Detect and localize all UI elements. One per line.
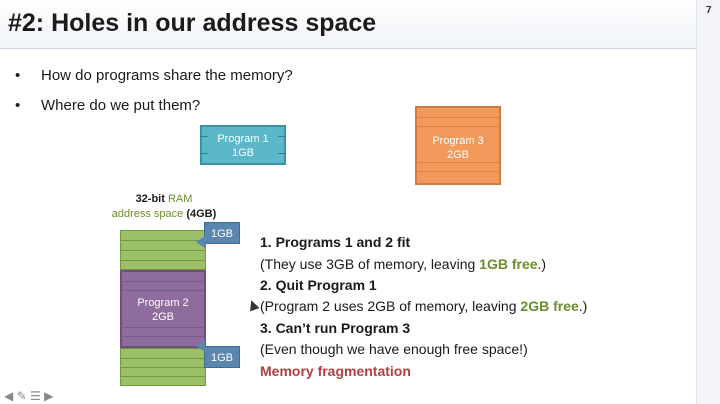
ram-label-address: address space xyxy=(111,208,184,220)
arrow-right-icon[interactable]: ▶ xyxy=(44,389,54,403)
note-2-title: 2. Quit Program 1 xyxy=(260,277,377,293)
slide-margin-strip xyxy=(696,0,720,404)
program-1-block: Program 1 1GB xyxy=(200,125,286,165)
free-segment-bottom xyxy=(120,348,206,386)
free-segment-top xyxy=(120,230,206,270)
ram-label-ram: RAM xyxy=(167,193,193,205)
bullet-text: Where do we put them? xyxy=(41,97,201,114)
block-tick xyxy=(278,153,286,154)
free-highlight: 1GB free xyxy=(479,256,538,272)
block-stripe xyxy=(417,126,499,127)
program-1-size: 1GB xyxy=(231,147,254,159)
program-2-size: 2GB xyxy=(151,311,174,323)
bullet-text: How do programs share the memory? xyxy=(41,67,293,84)
note-1-detail: (They use 3GB of memory, leaving 1GB fre… xyxy=(260,256,547,272)
bullet-dot: • xyxy=(15,97,21,114)
note-3-detail: (Even though we have enough free space!) xyxy=(260,341,528,357)
arrow-left-icon[interactable]: ◀ xyxy=(4,389,14,403)
ram-label-prefix: 32-bit xyxy=(135,193,165,205)
title-bar: #2: Holes in our address space xyxy=(0,0,696,49)
note-1-title: 1. Programs 1 and 2 fit xyxy=(260,234,411,250)
program-2-block: Program 2 2GB xyxy=(120,270,206,348)
pen-icon[interactable]: ✎ xyxy=(16,389,27,403)
program-1-name: Program 1 xyxy=(217,133,269,145)
program-3-name: Program 3 xyxy=(432,135,484,147)
bullet-item: • Where do we put them? xyxy=(15,97,200,114)
callout-pointer xyxy=(196,236,205,248)
note-3-title: 3. Can’t run Program 3 xyxy=(260,320,411,336)
program-3-block: Program 3 2GB xyxy=(415,106,501,185)
program-3-size: 2GB xyxy=(446,149,469,161)
block-tick xyxy=(200,153,208,154)
note-2-detail: (Program 2 uses 2GB of memory, leaving 2… xyxy=(260,298,588,314)
slide-title: #2: Holes in our address space xyxy=(8,9,377,37)
program-2-name: Program 2 xyxy=(137,297,189,309)
ram-label: 32-bit RAM address space (4GB) xyxy=(100,192,228,222)
block-stripe xyxy=(417,171,499,172)
callout-pointer xyxy=(196,340,205,352)
free-highlight: 2GB free xyxy=(520,298,579,314)
mouse-cursor-icon xyxy=(246,298,260,312)
block-tick xyxy=(278,136,286,137)
block-stripe xyxy=(417,162,499,163)
page-number: 7 xyxy=(706,5,712,16)
ram-label-size: (4GB) xyxy=(186,208,217,220)
block-stripe xyxy=(417,117,499,118)
callout-free-top: 1GB xyxy=(204,222,240,244)
block-tick xyxy=(200,136,208,137)
callout-free-bottom: 1GB xyxy=(204,346,240,368)
ram-address-space: Program 2 2GB xyxy=(120,230,206,386)
menu-icon[interactable]: ☰ xyxy=(29,389,41,403)
conclusion-text: Memory fragmentation xyxy=(260,363,411,379)
bullet-item: • How do programs share the memory? xyxy=(15,67,293,84)
bullet-dot: • xyxy=(15,67,21,84)
slide-navigation: ◀ ✎ ☰ ▶ xyxy=(4,389,53,403)
